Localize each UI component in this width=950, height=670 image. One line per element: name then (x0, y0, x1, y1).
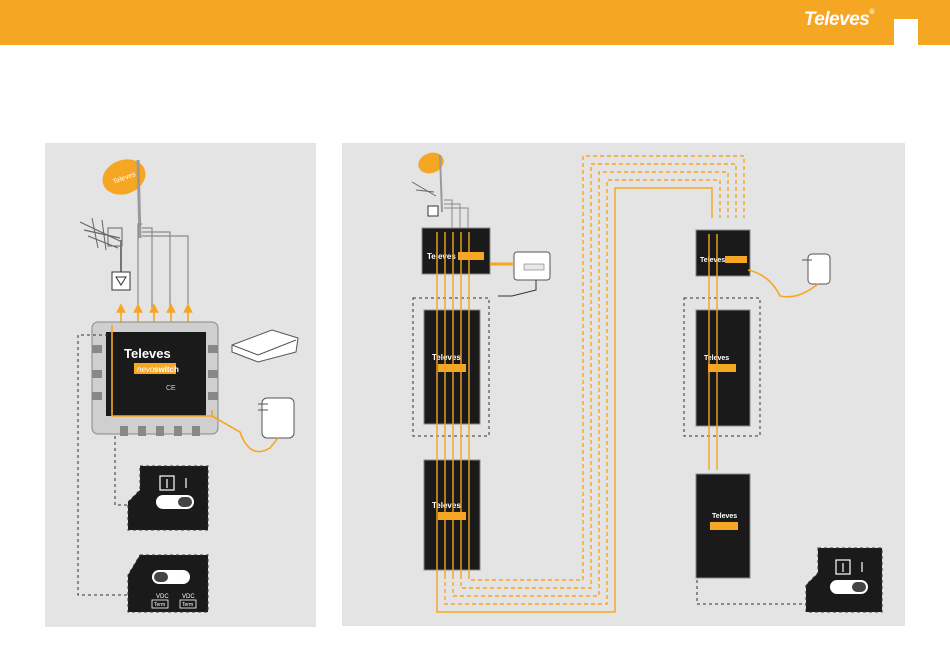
right-top-switch-left: Televes (422, 228, 490, 274)
right-cascade-switch-2: Televes (424, 460, 480, 570)
right-cascade-switch-3: Televes (696, 310, 750, 426)
left-power-adapter-icon (212, 398, 294, 452)
right-inset-switch-detail (806, 548, 882, 612)
mini-brand-1: Televes (427, 252, 456, 261)
left-amplifier-box (112, 272, 130, 290)
mini-brand-4: Televes (700, 257, 725, 264)
left-inset-switch-detail (128, 466, 208, 530)
right-power-adapter-icon (748, 254, 830, 297)
mini-brand-6: Televes (712, 513, 737, 520)
switch-product-b: switch (154, 365, 179, 374)
left-receiver-icon (232, 330, 298, 362)
left-satellite-dish-icon: Televes (98, 154, 151, 238)
right-cascade-switch-4: Televes (696, 474, 750, 578)
right-power-supply-icon (490, 252, 550, 296)
term-right-label: Term (182, 602, 193, 608)
switch-product-a: nevo (137, 365, 155, 374)
left-antenna-icon (80, 218, 122, 272)
left-multiswitch-icon: Televes nevo switch CE (92, 322, 218, 436)
left-inset-vdc-detail: VDC VDC Term Term (128, 555, 208, 612)
right-top-switch-right: Televes (696, 230, 750, 276)
switch-ce: CE (166, 385, 176, 392)
vdc-right-label: VDC (182, 594, 195, 600)
right-cascade-switch-1: Televes (424, 310, 480, 424)
vdc-left-label: VDC (156, 594, 169, 600)
term-left-label: Term (154, 602, 165, 608)
switch-brand: Televes (124, 346, 171, 361)
right-satellite-dish-icon (412, 149, 447, 216)
